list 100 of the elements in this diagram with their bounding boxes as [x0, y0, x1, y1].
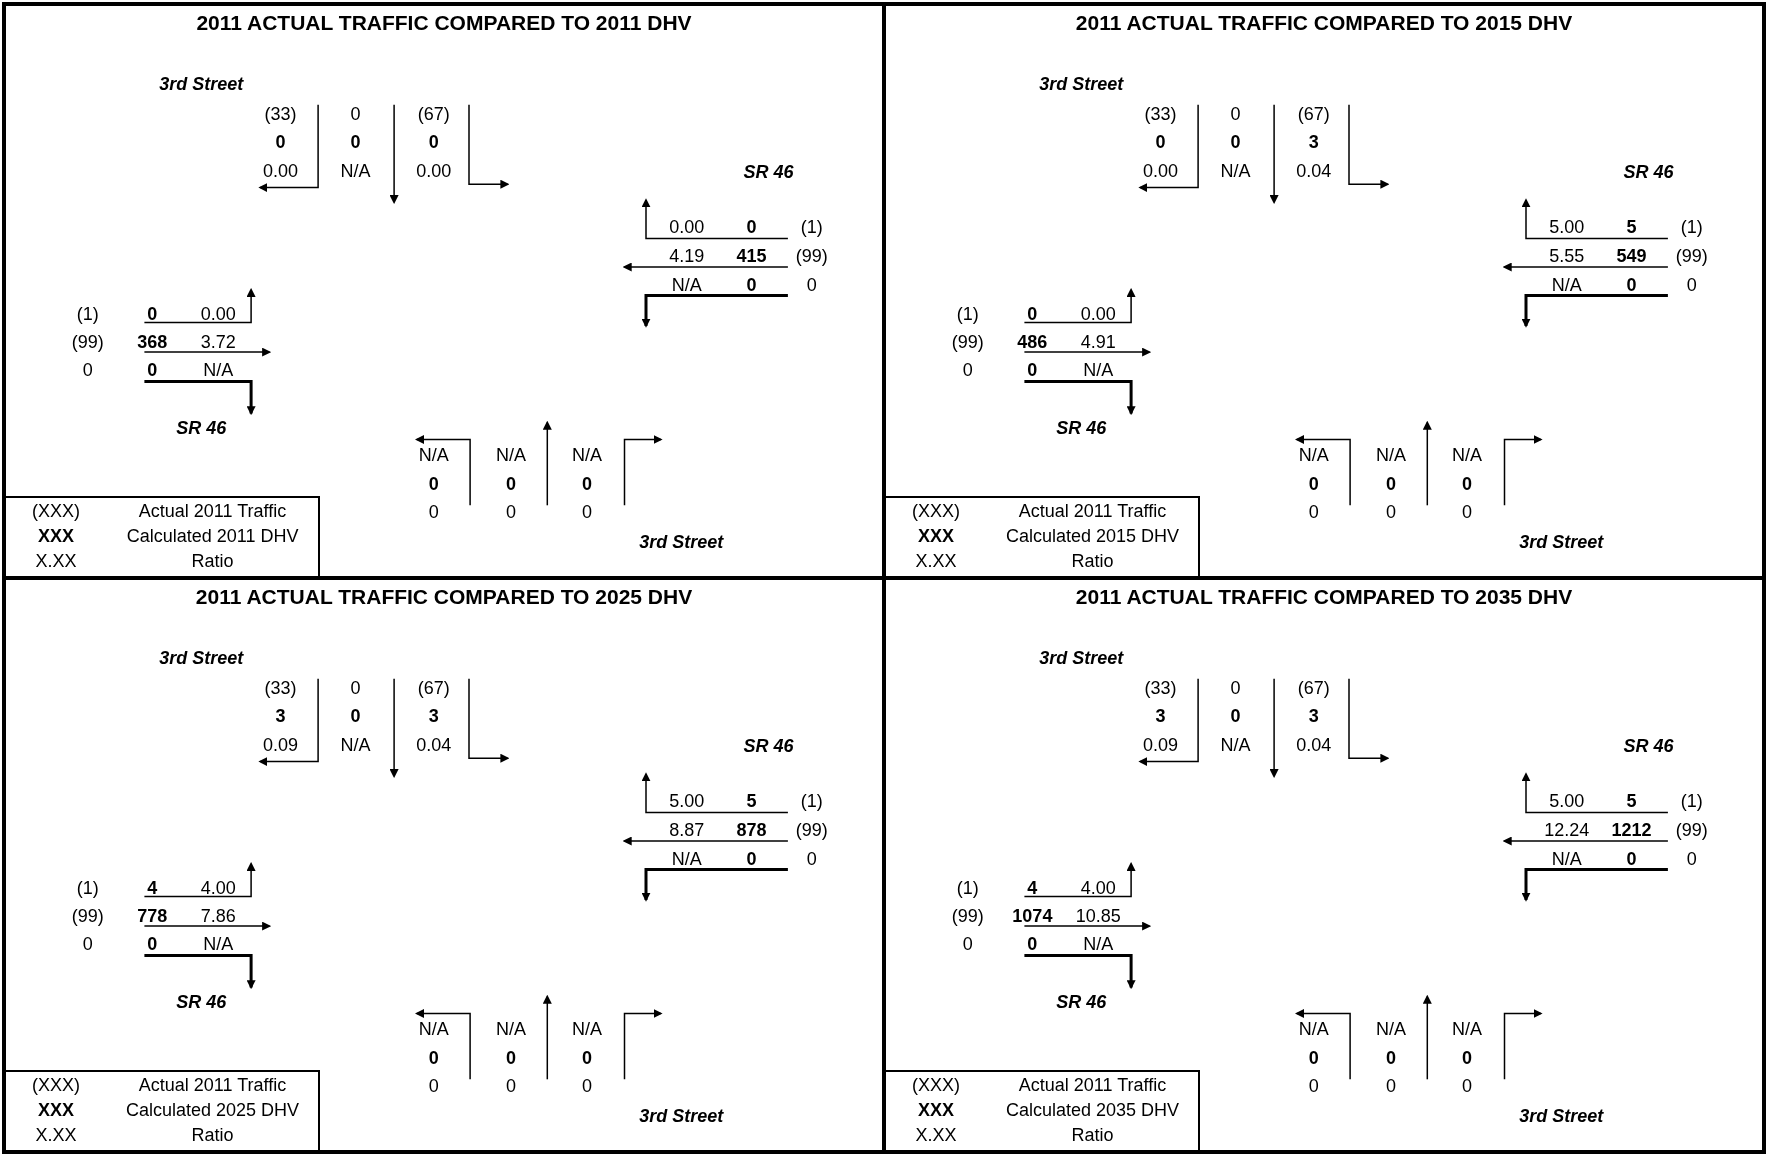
actual-count: 0: [582, 503, 592, 522]
ratio-value: N/A: [418, 446, 449, 465]
street-name: SR 46: [743, 162, 794, 181]
calculated-volume: 3: [275, 707, 286, 726]
ratio-value: N/A: [1375, 446, 1406, 465]
ratio-value: 0.00: [1080, 304, 1116, 323]
calculated-volume: 0: [1027, 935, 1038, 954]
ratio-value: 0.04: [416, 735, 452, 754]
calculated-volume: 486: [1017, 332, 1048, 351]
ratio-value: N/A: [1551, 276, 1582, 295]
actual-count: 0: [806, 276, 817, 295]
calculated-volume: 0: [1027, 361, 1038, 380]
calculated-volume: 0: [746, 218, 757, 237]
ratio-value: N/A: [572, 1020, 602, 1039]
actual-count: 0: [350, 104, 361, 123]
panel-title: 2011 ACTUAL TRAFFIC COMPARED TO 2011 DHV: [196, 11, 692, 35]
calculated-volume: 5: [1626, 218, 1637, 237]
calculated-volume: 0: [428, 133, 439, 152]
ratio-value: 0.04: [1296, 735, 1332, 754]
ratio-value: N/A: [495, 446, 526, 465]
legend-symbol: X.XX: [35, 552, 77, 571]
actual-count: 0: [1462, 1077, 1472, 1096]
actual-count: (1): [76, 304, 99, 323]
legend-symbol: XXX: [37, 1101, 74, 1120]
legend-symbol: (XXX): [911, 502, 960, 521]
calculated-volume: 0: [147, 935, 158, 954]
actual-count: (99): [951, 906, 984, 925]
actual-count: 0: [806, 850, 817, 869]
legend-symbol: XXX: [917, 527, 954, 546]
ratio-value: N/A: [1452, 1020, 1482, 1039]
actual-count: (99): [1675, 246, 1708, 265]
street-name: SR 46: [1623, 162, 1674, 181]
actual-count: (99): [951, 332, 984, 351]
calculated-volume: 0: [1462, 1048, 1472, 1067]
calculated-volume: 0: [147, 304, 158, 323]
ratio-value: 5.00: [669, 792, 705, 811]
calculated-volume: 0: [1230, 707, 1241, 726]
calculated-volume: 878: [736, 820, 767, 839]
calculated-volume: 3: [1308, 133, 1319, 152]
legend-symbol: X.XX: [915, 1126, 957, 1145]
calculated-volume: 0: [746, 276, 757, 295]
calculated-volume: 0: [1308, 474, 1319, 493]
calculated-volume: 0: [350, 707, 361, 726]
actual-count: 0: [1385, 503, 1396, 522]
ratio-value: 4.19: [669, 246, 705, 265]
legend-symbol: X.XX: [915, 552, 957, 571]
street-name: 3rd Street: [159, 649, 244, 668]
calculated-volume: 5: [1626, 792, 1637, 811]
ratio-value: 4.00: [1080, 878, 1116, 897]
actual-count: 0: [1686, 276, 1697, 295]
panel-title: 2011 ACTUAL TRAFFIC COMPARED TO 2015 DHV: [1075, 11, 1573, 35]
actual-count: 0: [1308, 503, 1319, 522]
legend-symbol: (XXX): [911, 1076, 960, 1095]
calculated-volume: 0: [1155, 133, 1166, 152]
legend-description: Calculated 2011 DHV: [126, 527, 299, 546]
ratio-value: N/A: [495, 1020, 526, 1039]
calculated-volume: 415: [736, 246, 767, 265]
calculated-volume: 778: [137, 906, 168, 925]
actual-count: 0: [1230, 678, 1241, 697]
ratio-value: 0.09: [263, 735, 299, 754]
calculated-volume: 0: [1626, 850, 1637, 869]
actual-count: 0: [962, 361, 973, 380]
legend-symbol: (XXX): [31, 502, 80, 521]
panel-title: 2011 ACTUAL TRAFFIC COMPARED TO 2025 DHV: [195, 585, 693, 609]
ratio-value: N/A: [1220, 161, 1251, 180]
legend-symbol: (XXX): [31, 1076, 80, 1095]
calculated-volume: 0: [1462, 474, 1472, 493]
actual-count: 0: [82, 935, 93, 954]
calculated-volume: 0: [428, 1048, 439, 1067]
ratio-value: 5.00: [1549, 792, 1585, 811]
legend-description: Actual 2011 Traffic: [138, 1076, 287, 1095]
actual-count: (1): [956, 878, 979, 897]
ratio-value: N/A: [418, 1020, 449, 1039]
street-name: SR 46: [1623, 736, 1674, 755]
actual-count: 0: [505, 1077, 516, 1096]
ratio-value: 0.00: [1143, 161, 1179, 180]
ratio-value: N/A: [1298, 446, 1329, 465]
ratio-value: 0.00: [263, 161, 299, 180]
calculated-volume: 0: [505, 1048, 516, 1067]
ratio-value: 0.00: [200, 304, 236, 323]
legend-table: [6, 496, 321, 576]
actual-count: 0: [82, 361, 93, 380]
actual-count: 0: [350, 678, 361, 697]
legend-description: Ratio: [191, 1126, 234, 1145]
ratio-value: 0.00: [416, 161, 452, 180]
legend-description: Calculated 2035 DHV: [1006, 1101, 1180, 1120]
calculated-volume: 0: [746, 850, 757, 869]
calculated-volume: 3: [1308, 707, 1319, 726]
ratio-value: N/A: [671, 276, 702, 295]
actual-count: 0: [1385, 1077, 1396, 1096]
calculated-volume: 4: [1027, 878, 1038, 897]
ratio-value: 3.72: [200, 332, 236, 351]
ratio-value: 7.86: [200, 906, 236, 925]
street-name: 3rd Street: [159, 75, 244, 94]
ratio-value: N/A: [1551, 850, 1582, 869]
calculated-volume: 0: [1385, 1048, 1396, 1067]
ratio-value: N/A: [1083, 361, 1114, 380]
actual-count: 0: [428, 503, 439, 522]
calculated-volume: 0: [428, 474, 439, 493]
legend-description: Actual 2011 Traffic: [138, 502, 287, 521]
